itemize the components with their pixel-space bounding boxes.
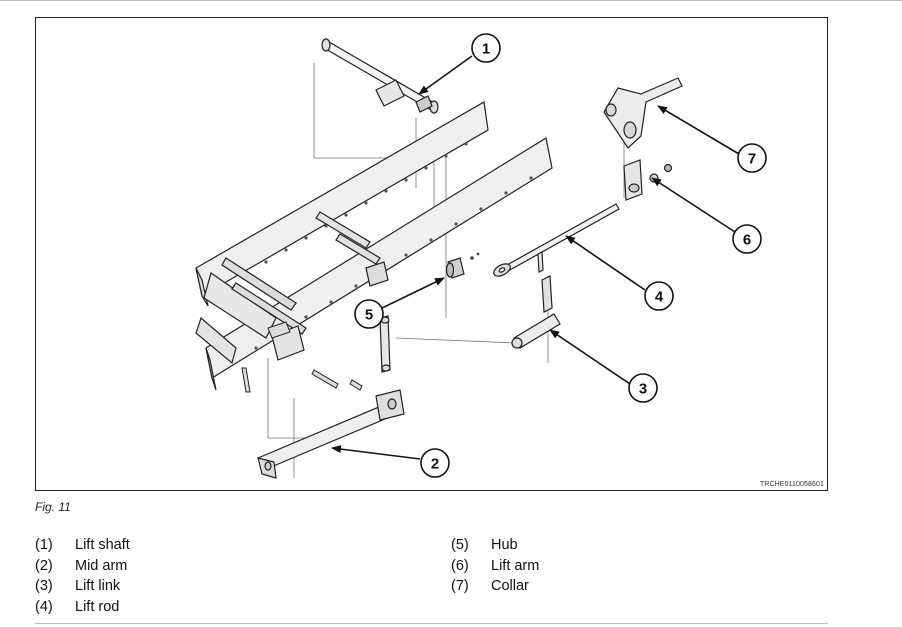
callout-number: 4 <box>655 289 664 306</box>
callout-6: 6 <box>732 224 762 254</box>
legend-number: (4) <box>35 598 53 615</box>
callout-leaders <box>331 55 740 460</box>
exploded-diagram-drawing: 1 2 3 4 5 6 7 <box>195 33 767 479</box>
legend-label: Hub <box>491 537 518 553</box>
legend-number: (7) <box>451 578 469 594</box>
callout-5: 5 <box>354 299 384 329</box>
legend-number: (5) <box>451 537 469 553</box>
pins-and-bolts <box>241 321 363 393</box>
legend-label: Lift rod <box>75 598 120 615</box>
figure-code: TRCHE0110058601 <box>759 481 824 488</box>
exploded-diagram-figure: 1 2 3 4 5 6 7 TRCHE0110058601 <box>35 17 828 491</box>
frame-rails <box>195 101 553 391</box>
hub-part <box>445 252 480 279</box>
callout-2: 2 <box>420 448 450 478</box>
legend-item: (6) Lift arm <box>451 556 539 577</box>
legend-right-column: (5) Hub (6) Lift arm (7) Collar <box>451 535 539 597</box>
legend-left-column: (1) Lift shaft (2) Mid arm (3) Lift link… <box>35 535 130 617</box>
callout-number: 2 <box>431 456 439 473</box>
mid-arm-part <box>257 389 405 479</box>
legend-item: (5) Hub <box>451 535 539 556</box>
legend-label: Lift shaft <box>75 537 130 553</box>
collar-part <box>603 77 683 149</box>
callout-7: 7 <box>737 143 767 173</box>
legend-label: Lift link <box>75 578 121 594</box>
lift-shaft-part <box>321 38 439 114</box>
lift-link-part <box>379 251 561 373</box>
legend-label: Lift arm <box>491 557 540 574</box>
top-rule <box>0 0 902 1</box>
legend-label: Collar <box>491 578 529 594</box>
legend-number: (2) <box>35 557 53 574</box>
lift-arm-part <box>623 159 673 201</box>
legend-label: Mid arm <box>75 557 128 574</box>
callout-number: 5 <box>365 307 373 324</box>
callout-number: 1 <box>482 41 490 58</box>
callout-number: 3 <box>639 381 647 398</box>
callout-number: 6 <box>743 232 751 249</box>
callout-3: 3 <box>628 373 658 403</box>
legend-item: (4) Lift rod <box>35 597 130 618</box>
legend-item: (2) Mid arm <box>35 556 130 577</box>
legend-item: (7) Collar <box>451 576 539 597</box>
callout-1: 1 <box>471 33 501 63</box>
legend-number: (3) <box>35 578 53 594</box>
bottom-rule <box>35 623 828 624</box>
callout-4: 4 <box>644 281 674 311</box>
legend-number: (1) <box>35 537 53 553</box>
figure-caption: Fig. 11 <box>35 500 71 514</box>
legend-item: (3) Lift link <box>35 576 130 597</box>
lift-rod-part <box>493 203 620 277</box>
legend-item: (1) Lift shaft <box>35 535 130 556</box>
callout-number: 7 <box>748 151 756 168</box>
legend-number: (6) <box>451 557 469 574</box>
